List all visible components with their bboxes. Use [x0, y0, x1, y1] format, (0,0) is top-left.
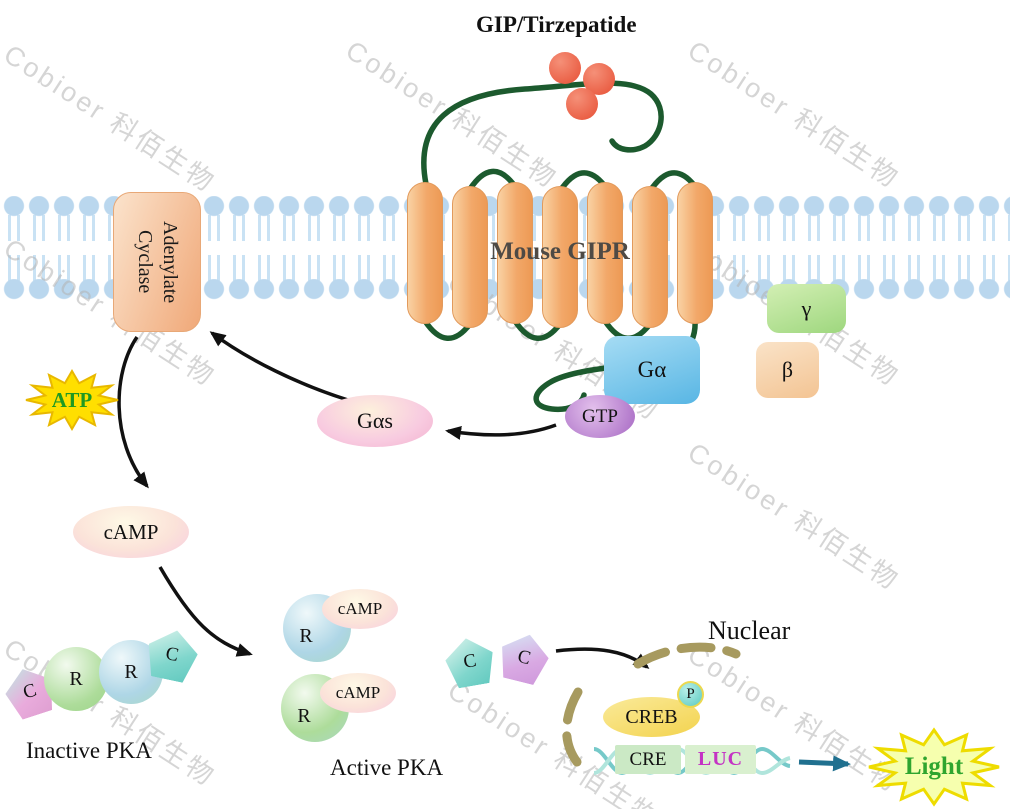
phosphate-label: P	[686, 686, 695, 702]
g-alpha-s-label: Gαs	[357, 408, 393, 433]
receptor-n-terminus-loop	[421, 80, 664, 187]
ligand-title: GIP/Tirzepatide	[476, 12, 637, 37]
receptor-loop	[512, 318, 563, 341]
receptor-loop	[422, 318, 473, 341]
receptor-helix	[632, 186, 668, 328]
gamma-label: γ	[801, 295, 812, 321]
arrow-gtp-to-gas	[445, 423, 557, 440]
active-pka-label: Active PKA	[330, 755, 444, 780]
luc-label: LUC	[697, 748, 744, 770]
camp-bound-label: cAMP	[335, 683, 381, 702]
gamma-subunit: γ	[767, 284, 846, 333]
atp-label: ATP	[51, 388, 93, 412]
luc-reporter: LUC	[685, 745, 756, 774]
pka-r-label: R	[124, 660, 138, 683]
arrow-c-to-nucleus	[555, 647, 650, 669]
light-starburst	[868, 727, 1000, 807]
receptor-label: Mouse GIPR	[490, 238, 630, 265]
adenylate-cyclase-shape: Adenylate Cyclase	[113, 192, 201, 332]
camp-bound: cAMP	[322, 589, 398, 629]
arrow-dna-to-light	[798, 755, 851, 772]
nuclear-label: Nuclear	[708, 616, 791, 645]
atp-starburst	[25, 369, 119, 431]
receptor-helix	[407, 182, 443, 324]
camp-bound-label: cAMP	[337, 599, 383, 618]
arrow-camp-to-pka	[158, 566, 253, 657]
gtp-molecule: GTP	[565, 395, 635, 438]
gtp-label: GTP	[582, 405, 618, 427]
inactive-pka-label: Inactive PKA	[26, 738, 152, 763]
ligand-molecule	[566, 88, 598, 120]
receptor-loop	[467, 168, 517, 192]
pka-c-label: C	[20, 679, 40, 704]
receptor-helix	[497, 182, 533, 324]
beta-label: β	[781, 357, 794, 382]
pka-c-label: C	[163, 642, 181, 667]
cre-label: CRE	[629, 748, 667, 770]
adenylate-cyclase-label: Cyclase	[134, 230, 156, 294]
cre-element: CRE	[615, 745, 681, 774]
pka-r-label: R	[299, 624, 313, 647]
g-alpha-subunit: Gα	[604, 336, 700, 404]
nuclear-envelope	[562, 687, 583, 767]
receptor-helix	[587, 182, 623, 324]
g-alpha-label: Gα	[637, 357, 667, 382]
arrow-gas-to-adenylate-cyclase	[209, 331, 349, 402]
camp-bound: cAMP	[320, 673, 396, 713]
light-label: Light	[904, 753, 964, 780]
receptor-loop	[557, 170, 607, 194]
pka-c-label: C	[515, 645, 533, 670]
camp-label: cAMP	[103, 519, 159, 544]
g-alpha-s-subunit: Gαs	[317, 395, 433, 447]
pka-c-label: C	[461, 650, 478, 673]
receptor-helix	[677, 182, 713, 324]
receptor-loop	[647, 170, 697, 194]
phosphate-badge: P	[677, 681, 704, 708]
receptor-helix	[452, 186, 488, 328]
pka-r-subunit: R	[44, 647, 108, 711]
pka-r-label: R	[297, 704, 311, 727]
receptor-helix	[542, 186, 578, 328]
nuclear-envelope	[633, 642, 741, 669]
creb-label: CREB	[625, 705, 678, 728]
arrow-ac-to-camp	[117, 336, 149, 489]
ligand-molecule	[549, 52, 581, 84]
pka-r-label: R	[69, 667, 83, 690]
adenylate-cyclase-label: Adenylate	[159, 220, 181, 304]
camp-molecule: cAMP	[73, 506, 189, 558]
beta-subunit: β	[756, 342, 819, 398]
